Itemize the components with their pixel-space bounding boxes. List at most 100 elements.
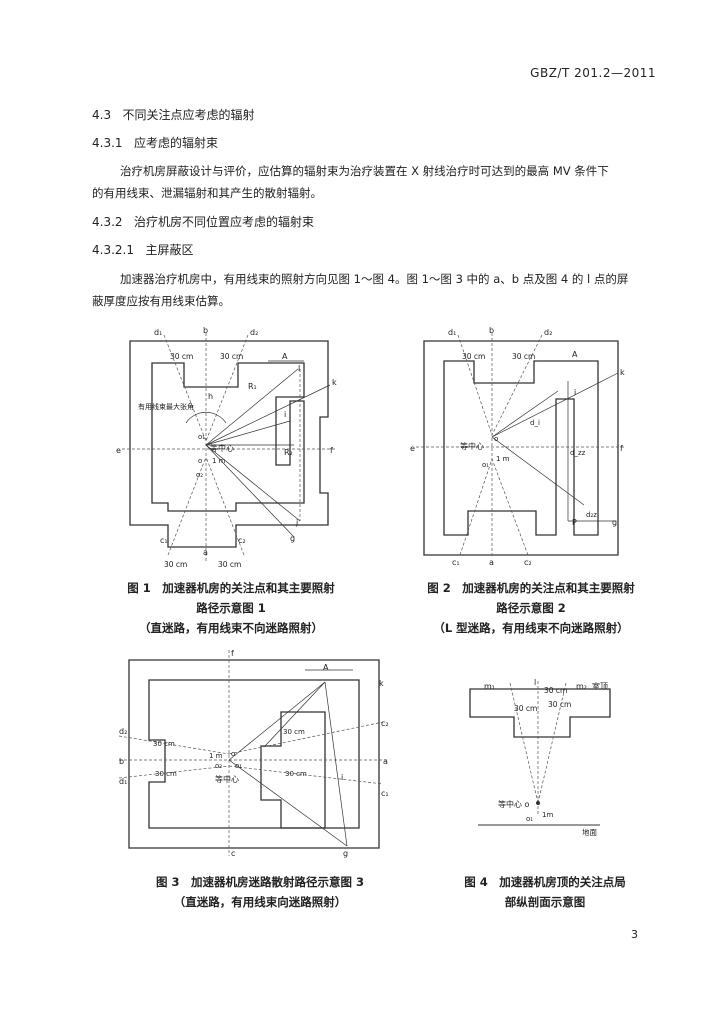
label-A: A (282, 352, 288, 361)
label-isocenter: 等中心 (210, 443, 234, 453)
label-d1: d₁ (154, 328, 162, 337)
label-c1: c₁ (160, 536, 168, 545)
label-30cm-left: 30 cm (170, 352, 193, 361)
label-b: b (119, 757, 124, 766)
label-o2: o₂ (215, 762, 222, 770)
label-30cm-top: 30 cm (544, 686, 567, 695)
label-a: a (489, 558, 494, 567)
label-k: k (332, 378, 337, 387)
label-ground: 地面 (582, 827, 597, 837)
label-e: e (116, 446, 121, 455)
label-g: g (290, 534, 295, 543)
caption-line: 路径示意图 2 (496, 601, 566, 615)
label-30cm-b: 30 cm (283, 728, 305, 736)
label-1m: 1m (542, 811, 553, 819)
label-d2: d₂ (119, 727, 127, 736)
section-title: 主屏蔽区 (145, 243, 194, 257)
label-o: o (198, 457, 202, 465)
label-g: g (612, 518, 617, 527)
label-isocenter: 等中心 o (498, 799, 530, 809)
label-30cm-right: 30 cm (220, 352, 243, 361)
paragraph-1-line-1: 治疗机房屏蔽设计与评价，应估算的辐射束为治疗装置在 X 射线治疗时可达到的最高 … (120, 164, 609, 178)
label-o1: o₁ (526, 815, 533, 823)
figure-2-diagram: d₁ b d₂ 30 cm 30 cm A k i e f 等中心 o o₁ 1… (410, 326, 626, 567)
label-k: k (379, 679, 384, 688)
section-4-3-1-heading: 4.3.1 应考虑的辐射束 (92, 134, 218, 151)
label-max-angle: 有用线束最大张角 (138, 402, 194, 411)
label-30cm-right: 30 cm (512, 352, 535, 361)
caption-line: 路径示意图 1 (196, 601, 266, 615)
caption-line: 图 3 加速器机房迷路散射路径示意图 3 (155, 875, 364, 889)
label-o1: o₁ (482, 461, 489, 469)
label-c2: c₂ (524, 558, 532, 567)
label-c2: c₂ (381, 719, 389, 728)
figure-1-diagram: d₁ b d₂ 30 cm 30 cm A l k h R₁ R₂ 有用线束最大… (116, 326, 337, 569)
label-h: h (208, 392, 213, 401)
label-c1: c₁ (381, 789, 389, 798)
section-number: 4.3.2 (92, 215, 123, 229)
label-A: A (572, 350, 578, 359)
caption-line: （L 型迷路，有用线束不向迷路照射） (433, 621, 629, 635)
section-title: 不同关注点应考虑的辐射 (122, 108, 255, 122)
label-1m: 1 m (212, 457, 226, 465)
caption-line: 图 1 加速器机房的关注点和其主要照射 (127, 581, 335, 595)
label-c: c (231, 849, 235, 858)
label-isocenter: 等中心 (460, 441, 484, 451)
label-b: b (203, 326, 208, 335)
section-4-3-heading: 4.3 不同关注点应考虑的辐射 (92, 106, 255, 123)
label-a: a (383, 757, 388, 766)
label-g: g (343, 849, 348, 858)
paragraph-2-line-2: 蔽厚度应按有用线束估算。 (92, 294, 230, 308)
label-roof: 室顶 (592, 681, 608, 691)
label-f: f (330, 446, 333, 455)
label-d-i: d_i (530, 419, 540, 427)
figure-1-caption: 图 1 加速器机房的关注点和其主要照射 路径示意图 1 （直迷路，有用线束不向迷… (96, 578, 366, 638)
page-number: 3 (631, 928, 638, 941)
caption-line: （直迷路，有用线束向迷路照射） (173, 895, 347, 909)
label-o: o (494, 435, 498, 443)
figure-4-caption: 图 4 加速器机房顶的关注点局 部纵剖面示意图 (420, 872, 670, 912)
section-number: 4.3.1 (92, 136, 123, 150)
label-d1: d₁ (119, 777, 127, 786)
label-isocenter: 等中心 (215, 774, 239, 784)
label-c1: c₁ (452, 558, 460, 567)
figure-2-caption: 图 2 加速器机房的关注点和其主要照射 路径示意图 2 （L 型迷路，有用线束不… (396, 578, 666, 638)
label-d1: d₁ (448, 328, 456, 337)
label-R2: R₂ (284, 448, 293, 457)
label-o: o (231, 750, 235, 758)
label-30cm-left: 30 cm (514, 704, 537, 713)
section-title: 治疗机房不同位置应考虑的辐射束 (134, 215, 315, 229)
label-30cm-d: 30 cm (155, 770, 177, 778)
section-number: 4.3.2.1 (92, 243, 134, 257)
section-4-3-2-1-heading: 4.3.2.1 主屏蔽区 (92, 241, 193, 258)
label-o1: o₁ (198, 433, 205, 441)
label-1m: 1 m (496, 455, 510, 463)
label-c2: c₂ (238, 536, 246, 545)
label-l: l (534, 678, 536, 687)
label-e: e (410, 444, 415, 453)
label-a: a (203, 548, 208, 557)
label-j: j (295, 518, 298, 527)
paragraph-2-line-1: 加速器治疗机房中，有用线束的照射方向见图 1～图 4。图 1～图 3 中的 a、… (120, 272, 629, 286)
label-d-2z: d₂z (586, 511, 597, 519)
label-1m: 1 m (209, 752, 223, 760)
label-i: i (574, 388, 576, 397)
label-k: k (620, 368, 625, 377)
section-number: 4.3 (92, 108, 112, 122)
label-P: P (572, 518, 577, 527)
caption-line: 图 2 加速器机房的关注点和其主要照射 (427, 581, 635, 595)
label-d2: d₂ (544, 328, 552, 337)
figure-4-diagram: m₁ l 30 cm m₂ 室顶 30 cm 30 cm 等中心 o o₁ 1m… (469, 678, 611, 837)
section-4-3-2-heading: 4.3.2 治疗机房不同位置应考虑的辐射束 (92, 213, 314, 230)
figure-3-caption: 图 3 加速器机房迷路散射路径示意图 3 （直迷路，有用线束向迷路照射） (110, 872, 410, 912)
label-m2: m₂ (576, 682, 587, 691)
label-b: b (489, 326, 494, 335)
label-30cm-bottom-left: 30 cm (164, 560, 187, 569)
paragraph-1-line-2: 的有用线束、泄漏辐射和其产生的散射辐射。 (92, 186, 322, 200)
label-30cm-right: 30 cm (548, 700, 571, 709)
label-f: f (231, 649, 234, 658)
caption-line: 部纵剖面示意图 (504, 895, 586, 909)
label-30cm-left: 30 cm (462, 352, 485, 361)
label-30cm-c: 30 cm (285, 770, 307, 778)
label-o2: o₂ (196, 471, 203, 479)
